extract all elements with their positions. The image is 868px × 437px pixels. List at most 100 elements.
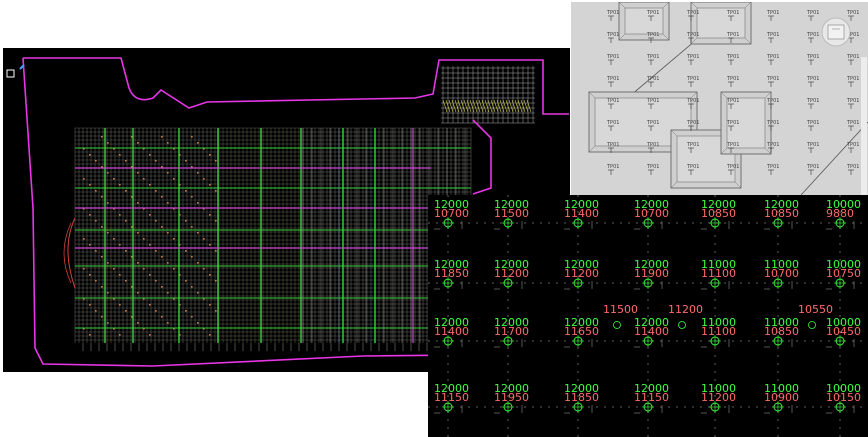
pile-bottom-elevation: 10450	[826, 325, 861, 338]
pile-tag-label: TP01	[606, 120, 619, 126]
pile-tag-label: TP01	[846, 76, 859, 82]
pile-bottom-elevation: 10700	[634, 207, 669, 220]
pile-top-elevation: 10000	[826, 316, 861, 329]
pile-top-elevation: 10000	[826, 258, 861, 271]
pile-tag-label: TP01	[806, 76, 819, 82]
pile-top-elevation: 11000	[764, 316, 799, 329]
pile-tag-label: TP01	[806, 142, 819, 148]
pile-top-elevation: 12000	[564, 316, 599, 329]
pile-tag-label: TP01	[606, 164, 619, 170]
pile-tag-label: TP01	[766, 32, 779, 38]
pile-tag-label: TP01	[686, 98, 699, 104]
pile-tag-label: TP01	[806, 32, 819, 38]
pile-bottom-elevation: 10850	[764, 325, 799, 338]
pile-tag-label: TP01	[726, 142, 739, 148]
pile-tag-label: TP01	[646, 98, 659, 104]
pile-intermediate-elevation: 11200	[668, 303, 703, 316]
pile-bottom-elevation: 11200	[564, 267, 599, 280]
pile-tag-label: TP01	[646, 120, 659, 126]
pile-tag-label: TP01	[846, 54, 859, 60]
pile-tag-label: TP01	[646, 32, 659, 38]
pile-tag-label: TP01	[646, 142, 659, 148]
pile-intermediate-elevation: 11500	[603, 303, 638, 316]
pile-bottom-elevation: 11400	[564, 207, 599, 220]
pile-tag-label: TP01	[686, 76, 699, 82]
pile-tag-label: TP01	[806, 98, 819, 104]
pile-bottom-elevation: 11850	[564, 391, 599, 404]
pile-tag-label: TP01	[606, 32, 619, 38]
cad-overview-canvas[interactable]	[3, 48, 570, 372]
pile-bottom-elevation: 11100	[701, 325, 736, 338]
pile-top-elevation: 11000	[764, 382, 799, 395]
pile-top-elevation: 12000	[434, 382, 469, 395]
pile-top-elevation: 11000	[764, 258, 799, 271]
pile-top-elevation: 12000	[634, 382, 669, 395]
pile-tag-label: TP01	[846, 164, 859, 170]
pile-bottom-elevation: 9880	[826, 207, 854, 220]
pile-tag-label: TP01	[686, 10, 699, 16]
pile-bottom-elevation: 10150	[826, 391, 861, 404]
pile-tag-label: TP01	[846, 32, 859, 38]
foundation-slabs	[588, 2, 868, 195]
pile-3d-canvas: TP01TP01TP01TP01TP01TP01TP01TP01TP01TP01…	[588, 2, 868, 195]
pile-tag-label: TP01	[646, 76, 659, 82]
pile-tag-label: TP01	[766, 54, 779, 60]
pile-bottom-elevation: 11150	[634, 391, 669, 404]
pile-bottom-elevation: 11900	[634, 267, 669, 280]
pile-bottom-elevation: 11500	[494, 207, 529, 220]
pile-tag-label: TP01	[726, 10, 739, 16]
scrollbar-vertical[interactable]	[861, 57, 867, 195]
pile-tag-label: TP01	[766, 10, 779, 16]
pile-bottom-elevation: 11700	[494, 325, 529, 338]
pile-top-elevation: 11000	[701, 382, 736, 395]
pile-tag-label: TP01	[646, 54, 659, 60]
cursor-marker-icon	[19, 64, 25, 70]
pile-tag-label: TP01	[686, 54, 699, 60]
pile-tag-label: TP01	[806, 164, 819, 170]
pile-bottom-elevation: 11200	[701, 391, 736, 404]
pile-bottom-elevation: 11150	[434, 391, 469, 404]
pile-top-elevation: 12000	[494, 258, 529, 271]
pile-tag-label: TP01	[726, 76, 739, 82]
pile-tag-label: TP01	[686, 120, 699, 126]
pile-tag-label: TP01	[686, 142, 699, 148]
pile-bottom-elevation: 11950	[494, 391, 529, 404]
pile-top-elevation: 12000	[494, 382, 529, 395]
pile-bottom-elevation: 11650	[564, 325, 599, 338]
pile-bottom-elevation: 10700	[764, 267, 799, 280]
pile-intermediate-elevation: 10550	[798, 303, 833, 316]
pile-tag-label: TP01	[846, 98, 859, 104]
pile-bottom-elevation: 10700	[434, 207, 469, 220]
pile-top-elevation: 11000	[701, 316, 736, 329]
pile-top-elevation: 10000	[826, 382, 861, 395]
pile-top-elevation: 10000	[826, 198, 861, 211]
pile-tag-label: TP01	[846, 10, 859, 16]
pile-bottom-elevation: 11400	[434, 325, 469, 338]
pile-tag-label: TP01	[766, 142, 779, 148]
pile-top-elevation: 12000	[494, 316, 529, 329]
crosshair-cursor-icon[interactable]	[6, 69, 15, 78]
pile-bottom-elevation: 11200	[494, 267, 529, 280]
view-cube-icon[interactable]	[821, 17, 851, 47]
pile-top-elevation: 12000	[434, 198, 469, 211]
pile-marker-icon	[613, 321, 621, 329]
pile-tag-label: TP01	[646, 10, 659, 16]
pile-top-elevation: 12000	[564, 198, 599, 211]
pile-top-elevation: 12000	[764, 198, 799, 211]
pile-tag-label: TP01	[766, 76, 779, 82]
pile-tag-label: TP01	[806, 10, 819, 16]
pile-top-elevation: 12000	[564, 382, 599, 395]
site-boundary	[22, 57, 570, 367]
pile-bottom-elevation: 10850	[701, 207, 736, 220]
pile-tag-label: TP01	[726, 98, 739, 104]
pile-tag-label: TP01	[766, 120, 779, 126]
pile-top-elevation: 12000	[701, 198, 736, 211]
pile-tag-label: TP01	[646, 164, 659, 170]
pile-marker-icon	[678, 321, 686, 329]
pile-top-elevation: 12000	[634, 198, 669, 211]
pile-bottom-elevation: 11400	[634, 325, 669, 338]
pile-markers: 1200010700120001150012000114001200010700…	[434, 198, 861, 413]
